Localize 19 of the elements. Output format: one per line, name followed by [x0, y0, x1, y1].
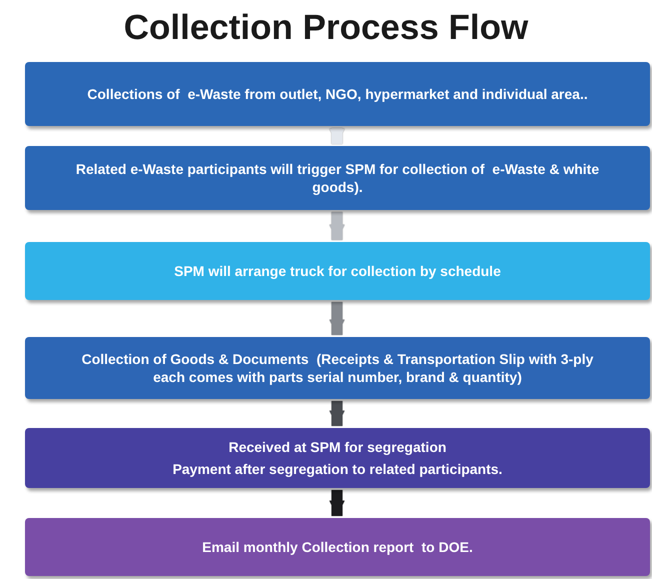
step-text: Collection of Goods & Documents (Receipts & Transportation Slip with 3-ply each comes with parts serial number, brand & quantity) — [80, 350, 594, 386]
step-text: SPM will arrange truck for collection by schedule — [174, 262, 501, 280]
process-box — [25, 146, 650, 210]
process-box — [25, 242, 650, 300]
diagram-title: Collection Process Flow — [122, 8, 530, 48]
arrow — [329, 490, 345, 516]
process-box — [25, 337, 650, 399]
process-box — [25, 428, 650, 488]
step-text: Related e-Waste participants will trigger SPM for collection of e-Waste & white goods). — [74, 160, 600, 196]
arrow — [329, 302, 345, 335]
arrow — [329, 128, 345, 144]
step-text: Email monthly Collection report to DOE. — [202, 538, 473, 556]
step-note: Payment after segregation to related participants. — [172, 460, 502, 478]
process-box — [25, 62, 650, 126]
arrow — [329, 401, 345, 426]
step-text: Collections of e-Waste from outlet, NGO, hypermarket and individual area.. — [87, 84, 588, 104]
step-text: Received at SPM for segregation — [228, 438, 446, 456]
arrow — [329, 212, 345, 240]
process-box — [25, 518, 650, 576]
